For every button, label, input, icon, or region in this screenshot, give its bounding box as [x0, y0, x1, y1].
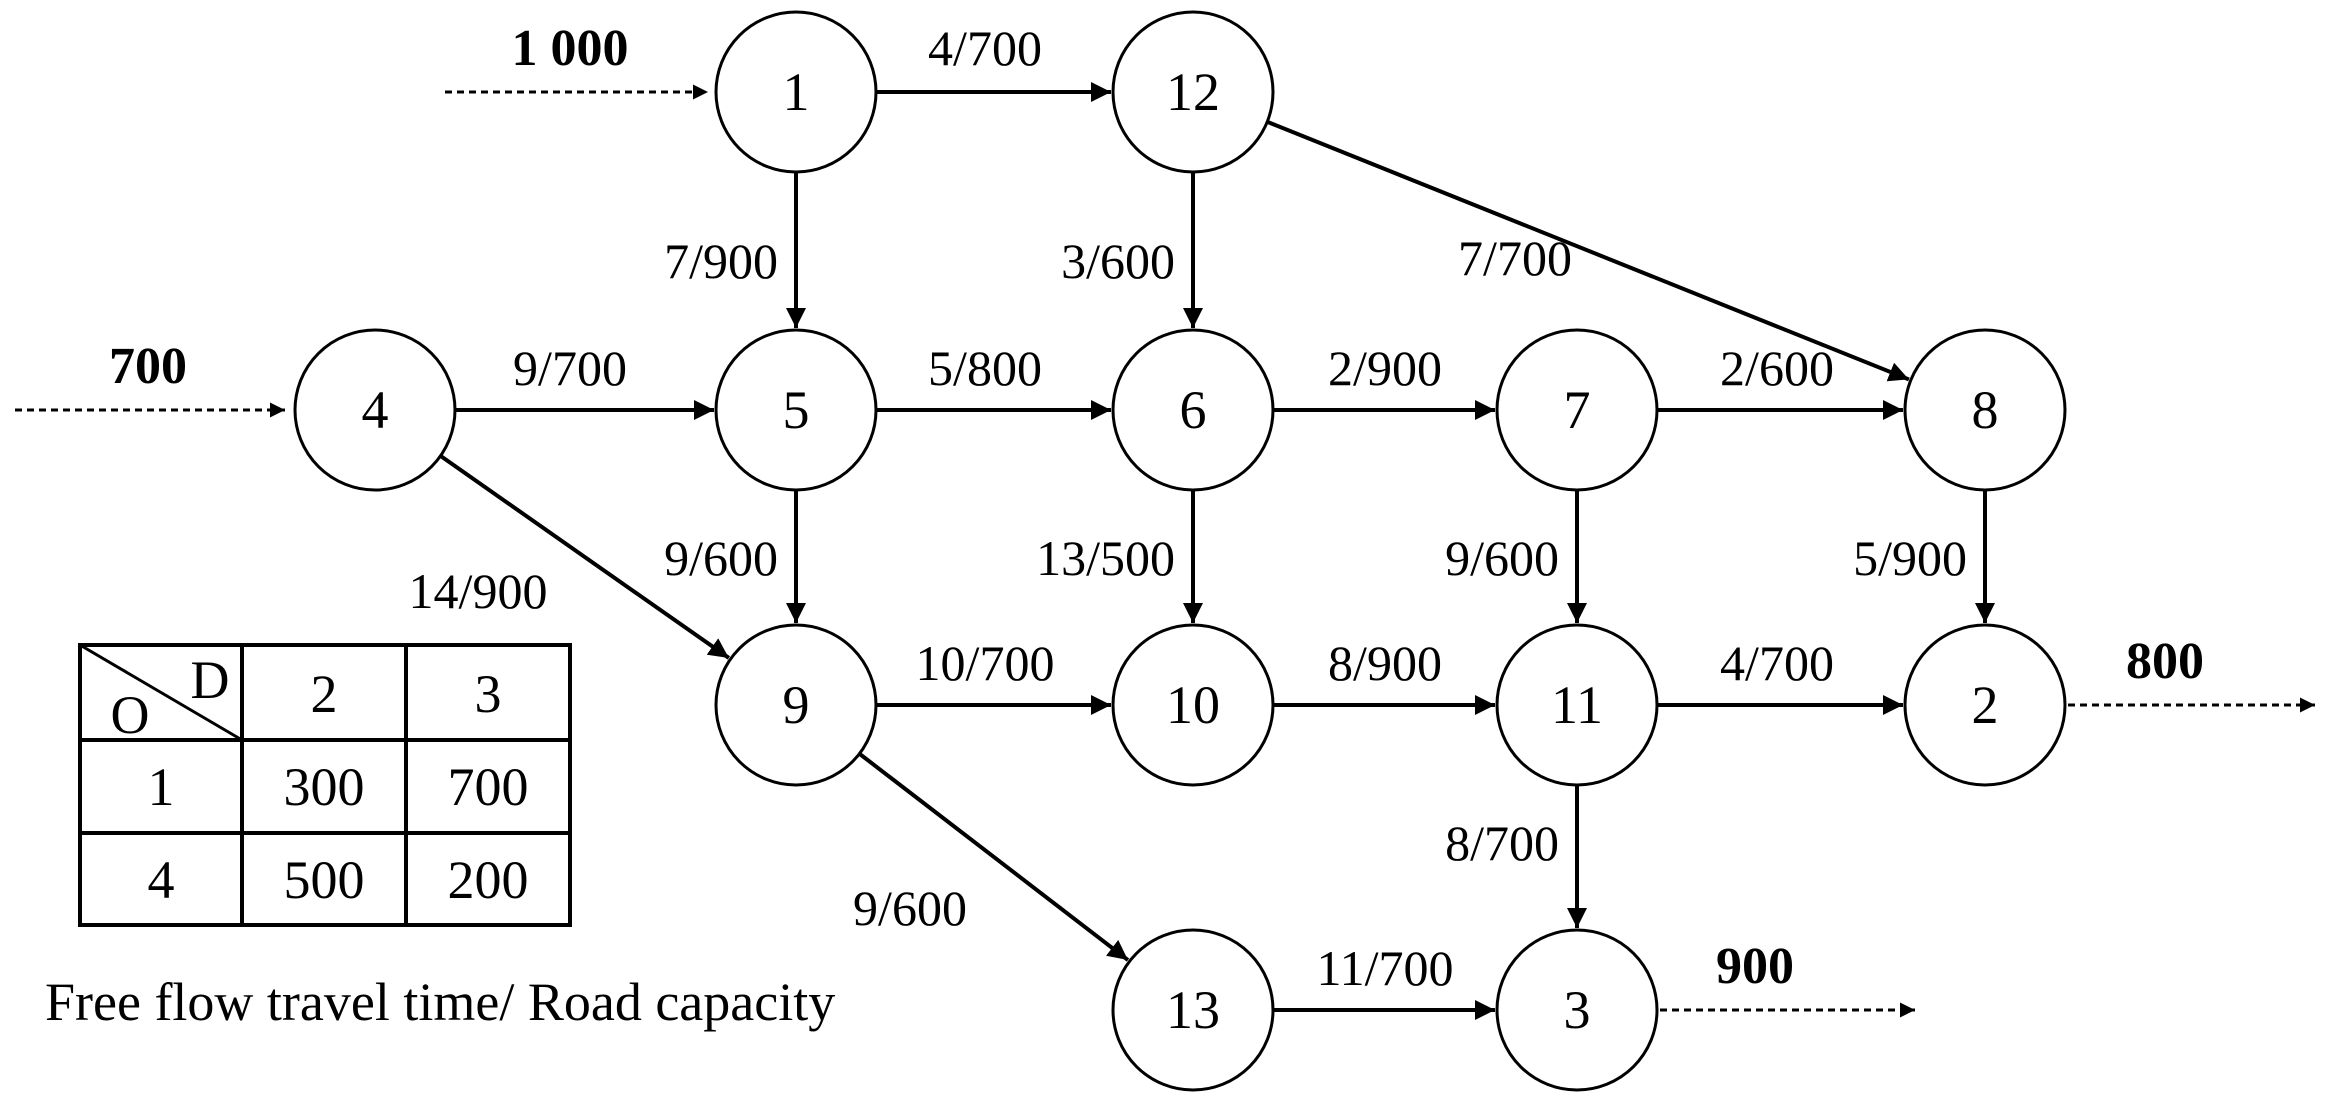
od-row-origin: 1 [148, 757, 175, 817]
edge-label: 4/700 [928, 20, 1042, 76]
od-corner-o: O [111, 685, 150, 745]
node: 1 [714, 10, 878, 174]
edge-label: 2/900 [1328, 340, 1442, 396]
node-label: 2 [1972, 675, 1999, 735]
edge-arrow [858, 752, 1130, 962]
node-label: 7 [1564, 380, 1591, 440]
edges-layer [439, 82, 1995, 1020]
edge-label: 7/900 [664, 233, 778, 289]
node: 4 [293, 328, 457, 492]
edge-label: 11/700 [1316, 940, 1453, 996]
node-label: 9 [783, 675, 810, 735]
od-corner-d: D [191, 650, 230, 710]
edge-label: 9/700 [513, 340, 627, 396]
edge-label: 5/800 [928, 340, 1042, 396]
node-label: 1 [783, 62, 810, 122]
edge-label: 9/600 [664, 530, 778, 586]
edge-label: 8/700 [1445, 815, 1559, 871]
flow-label: 700 [109, 338, 187, 395]
legend-caption: Free flow travel time/ Road capacity [45, 972, 835, 1032]
node-circle [1495, 928, 1659, 1092]
edge-labels-layer: 4/700 7/900 3/600 7/700 9/700 14/900 5/800 9/60… [409, 20, 1967, 996]
od-table: D O 2 3 1 300 700 4 500 200 [78, 643, 572, 927]
node-circle [1111, 623, 1275, 787]
edge-label: 2/600 [1720, 340, 1834, 396]
flow-label: 900 [1716, 938, 1794, 995]
node: 3 [1495, 928, 1659, 1092]
node-circle [714, 328, 878, 492]
od-cell: 300 [284, 757, 365, 817]
node: 13 [1111, 928, 1275, 1092]
od-cell: 700 [448, 757, 529, 817]
od-cell: 500 [284, 850, 365, 910]
node-circle [1111, 328, 1275, 492]
node: 2 [1903, 623, 2067, 787]
node: 8 [1903, 328, 2067, 492]
node-label: 13 [1166, 980, 1220, 1040]
node-label: 3 [1564, 980, 1591, 1040]
od-col-header: 3 [475, 664, 502, 724]
node-label: 6 [1180, 380, 1207, 440]
node: 5 [714, 328, 878, 492]
flow-label: 800 [2126, 633, 2204, 690]
node-circle [1495, 623, 1659, 787]
edge-arrow [1266, 119, 1910, 382]
edge-label: 4/700 [1720, 635, 1834, 691]
node-label: 5 [783, 380, 810, 440]
node-circle [714, 623, 878, 787]
edge-label: 9/600 [853, 880, 967, 936]
node-circle [1903, 328, 2067, 492]
node-circle [1903, 623, 2067, 787]
od-col-header: 2 [311, 664, 338, 724]
node-label: 12 [1166, 62, 1220, 122]
edge-label: 5/900 [1853, 530, 1967, 586]
node-label: 11 [1551, 675, 1603, 735]
node-label: 4 [362, 380, 389, 440]
node: 10 [1111, 623, 1275, 787]
edge-label: 10/700 [916, 635, 1055, 691]
node-circle [293, 328, 457, 492]
node: 11 [1495, 623, 1659, 787]
edge-label: 9/600 [1445, 530, 1559, 586]
node-label: 8 [1972, 380, 1999, 440]
node-circle [1111, 10, 1275, 174]
node-label: 10 [1166, 675, 1220, 735]
node: 12 [1111, 10, 1275, 174]
edge-label: 14/900 [409, 563, 548, 619]
node: 7 [1495, 328, 1659, 492]
flows-layer: 1 000 700 800 900 [15, 20, 2315, 1018]
edge-label: 8/900 [1328, 635, 1442, 691]
od-row-origin: 4 [148, 850, 175, 910]
node-circle [1495, 328, 1659, 492]
edge-label: 13/500 [1036, 530, 1175, 586]
edge-label: 3/600 [1061, 233, 1175, 289]
edge-arrow [439, 454, 730, 660]
edge-label: 7/700 [1458, 230, 1572, 286]
node-circle [1111, 928, 1275, 1092]
flow-label: 1 000 [512, 20, 629, 77]
node-circle [714, 10, 878, 174]
node: 9 [714, 623, 878, 787]
od-cell: 200 [448, 850, 529, 910]
node: 6 [1111, 328, 1275, 492]
